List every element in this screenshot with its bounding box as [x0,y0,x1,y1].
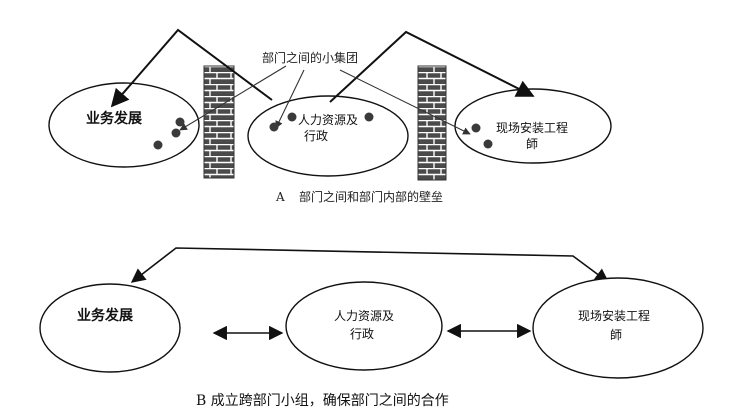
arrow-top-span [130,247,610,283]
node-label-biz-b: 业务发展 [77,307,133,324]
arrow-group-to-eng [339,69,471,135]
arrow-group-to-biz [179,65,287,131]
node-label-hr-a-line1: 人力资源及 [298,113,358,127]
node-label-eng-a-line2: 師 [526,137,538,151]
node-label-eng-a-line1: 现场安装工程 [496,120,568,135]
diagram-b: 业务发展 人力资源及 行政 现场安装工程 師 B 成立跨部门小组，确保部门之间的… [39,247,704,409]
brick-wall-left [203,65,235,179]
node-label-eng-b-line1: 现场安装工程 [578,308,650,323]
node-label-hr-a-line2: 行政 [304,129,328,143]
caption-a-letter: A [275,190,285,204]
dot [364,112,374,122]
arrow-group-to-hr [275,69,305,129]
dot [287,112,297,122]
brick-wall-right [417,65,447,181]
diagram-a: 部门之间的小集团 业务发展 人力资源及 行政 现场安装工程 師 A 部门之间和部… [48,28,612,204]
dot [175,117,185,127]
node-label-eng-b-line2: 師 [610,328,622,342]
group-label: 部门之间的小集团 [262,50,358,65]
arrow-hr-to-eng [329,30,535,103]
caption-a: 部门之间和部门内部的壁垒 [299,189,443,204]
dot [171,128,181,138]
dot [153,140,163,150]
node-eng-b [532,277,704,379]
node-hr-b [285,281,443,371]
node-biz-b [39,283,181,373]
arrow-hr-to-biz [110,28,273,108]
dot [471,123,481,133]
dot [483,139,493,149]
node-label-hr-b-line1: 人力资源及 [334,309,394,323]
caption-b: B 成立跨部门小组，确保部门之间的合作 [196,393,449,409]
node-label-hr-b-line2: 行政 [350,327,374,341]
dot [269,122,279,132]
node-label-biz-a: 业务发展 [86,110,142,127]
